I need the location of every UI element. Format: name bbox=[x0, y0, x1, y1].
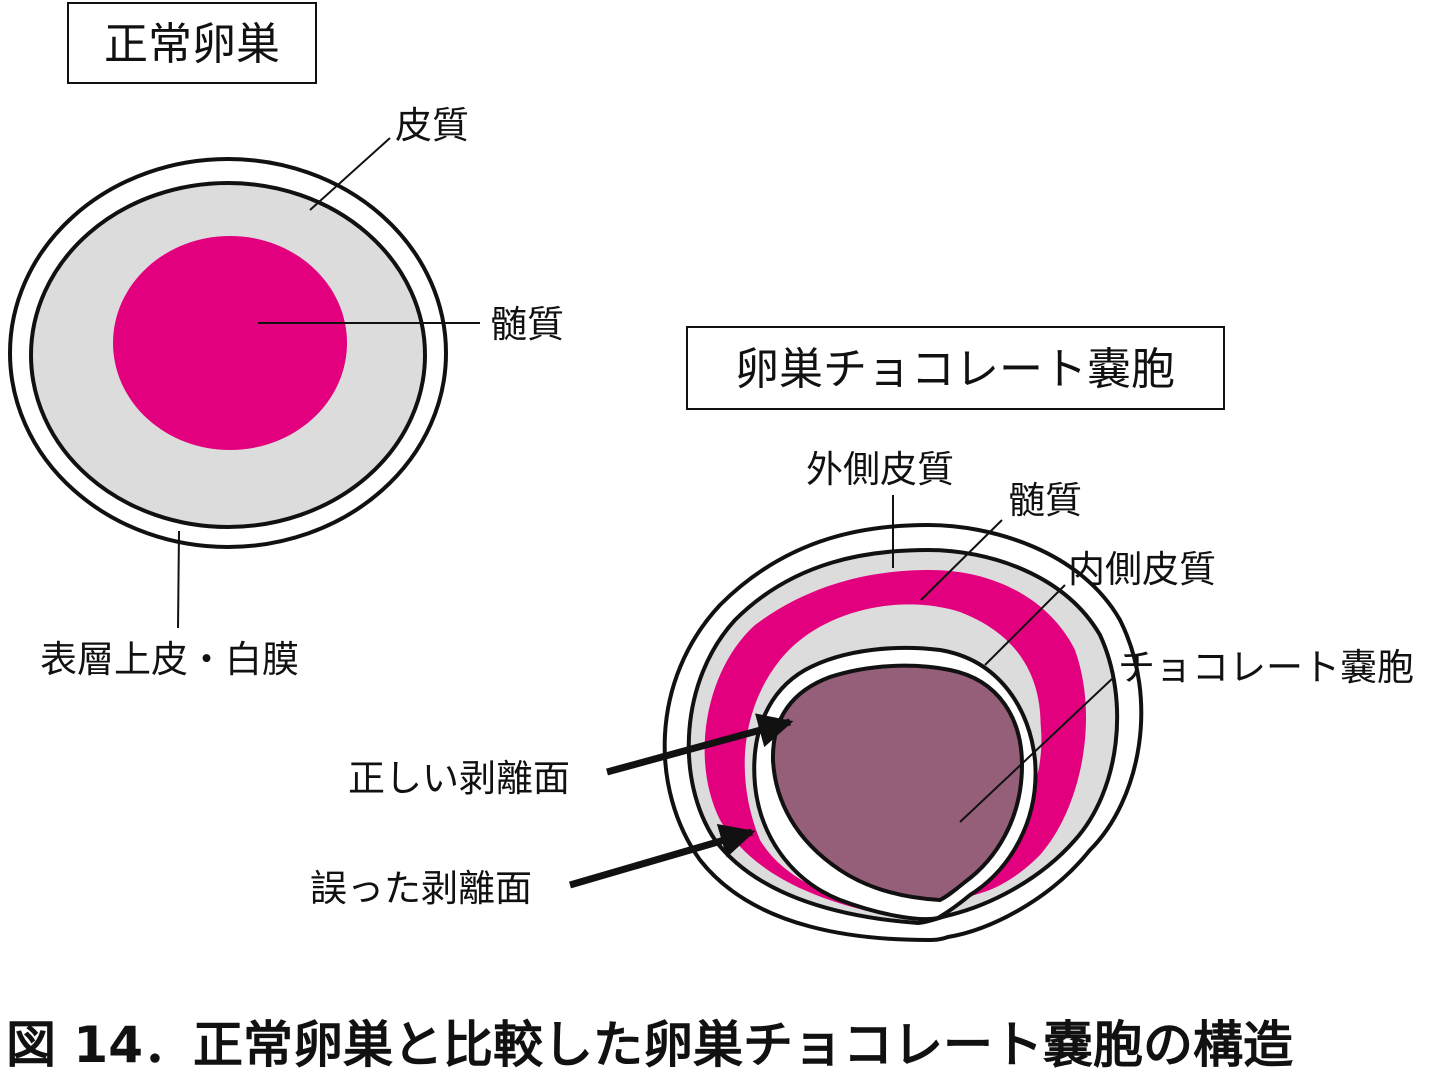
cortex-label: 皮質 bbox=[395, 104, 469, 147]
inner-cortex-label: 内側皮質 bbox=[1068, 548, 1216, 591]
inner-cortex-leader-line bbox=[984, 584, 1066, 666]
correct-plane-arrow bbox=[606, 713, 794, 776]
chocolate-cyst-title-box bbox=[686, 326, 1225, 410]
cyst-leader-line bbox=[959, 677, 1114, 823]
medulla-cyst-leader-line bbox=[920, 519, 1003, 601]
wrong-plane-label: 誤った剥離面 bbox=[310, 867, 532, 910]
correct-plane-label: 正しい剥離面 bbox=[348, 757, 570, 800]
surface-epithelium-label: 表層上皮・白膜 bbox=[40, 638, 299, 681]
surface-leader-line bbox=[177, 530, 180, 629]
chocolate-cyst-content bbox=[770, 663, 1025, 903]
figure-caption: 図 14．正常卵巣と比較した卵巣チョコレート嚢胞の構造 bbox=[6, 1016, 1293, 1074]
chocolate-cyst-title: 卵巣チョコレート嚢胞 bbox=[735, 344, 1175, 395]
outer-cortex-label: 外側皮質 bbox=[806, 448, 954, 491]
medulla-cyst-label: 髄質 bbox=[1008, 479, 1082, 522]
normal-ovary: 正常卵巣 皮質 髄質 表層上皮・白膜 bbox=[8, 2, 564, 681]
ovary-medulla bbox=[113, 236, 347, 450]
medulla-label: 髄質 bbox=[490, 303, 564, 346]
chocolate-cyst-ovary: 卵巣チョコレート嚢胞 外側皮質 髄質 内側皮質 チョコレート嚢胞 正しい剥離面 … bbox=[310, 326, 1414, 943]
chocolate-cyst-label: チョコレート嚢胞 bbox=[1118, 646, 1414, 689]
wrong-plane-arrow bbox=[569, 824, 756, 889]
cortex-leader-line bbox=[309, 137, 391, 211]
normal-ovary-title: 正常卵巣 bbox=[104, 19, 280, 70]
normal-ovary-title-box bbox=[67, 2, 317, 84]
